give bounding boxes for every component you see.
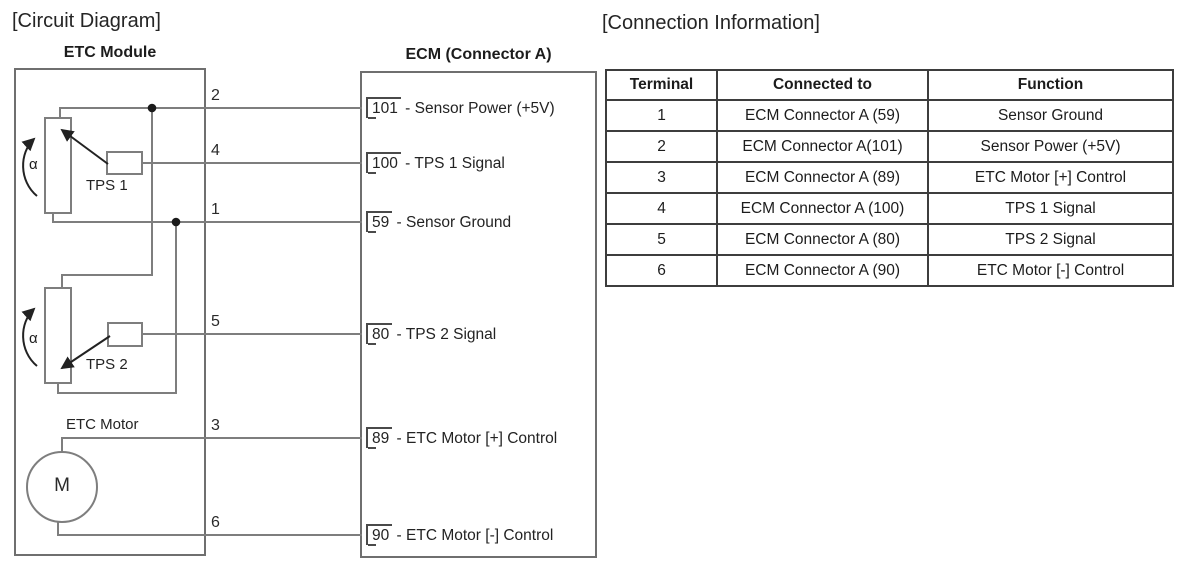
- cell-connected: ECM Connector A (90): [716, 254, 929, 287]
- cell-terminal: 2: [605, 130, 718, 163]
- cell-connected: ECM Connector A (89): [716, 161, 929, 194]
- pin-separator: -: [392, 214, 407, 231]
- cell-function: Sensor Ground: [927, 99, 1174, 132]
- cell-function: Sensor Power (+5V): [927, 130, 1174, 163]
- branch-power-to-tps2: [61, 108, 153, 288]
- cell-function: ETC Motor [-] Control: [927, 254, 1174, 287]
- cell-terminal: 6: [605, 254, 718, 287]
- ecm-pin-90: 90 - ETC Motor [-] Control: [366, 524, 553, 546]
- tps1-label: TPS 1: [86, 177, 128, 194]
- tps1-wiper-arrow: [60, 128, 109, 165]
- branch-ground-to-tps2: [57, 222, 177, 394]
- table-row: 6 ECM Connector A (90) ETC Motor [-] Con…: [605, 254, 1174, 287]
- connection-information-table: Terminal Connected to Function 1 ECM Con…: [605, 69, 1174, 287]
- alpha-symbol-tps1: α: [29, 156, 38, 173]
- cell-function: ETC Motor [+] Control: [927, 161, 1174, 194]
- tps2-label: TPS 2: [86, 356, 128, 373]
- tps2-wiper-box: [107, 322, 143, 347]
- table-header-row: Terminal Connected to Function: [605, 69, 1174, 101]
- etc-module-label: ETC Module: [63, 44, 157, 61]
- etc-motor-label: ETC Motor: [66, 416, 139, 433]
- wire-sensor-ground: [52, 213, 362, 223]
- table-row: 4 ECM Connector A (100) TPS 1 Signal: [605, 192, 1174, 225]
- ecm-pin-101: 101 - Sensor Power (+5V): [366, 97, 555, 119]
- wire-motor-plus: [61, 437, 362, 452]
- pin-separator: -: [392, 430, 407, 447]
- ecm-connector-a-label: ECM (Connector A): [405, 46, 552, 63]
- pin-function-59: Sensor Ground: [406, 214, 512, 231]
- tps1-angle-arc: [21, 137, 38, 197]
- pin-separator: -: [400, 100, 415, 117]
- cell-terminal: 1: [605, 99, 718, 132]
- junction-dot-power: [147, 103, 157, 113]
- tps2-track: [44, 287, 72, 384]
- alpha-symbol-tps2: α: [29, 330, 38, 347]
- cell-terminal: 4: [605, 192, 718, 225]
- cell-function: TPS 1 Signal: [927, 192, 1174, 225]
- cell-function: TPS 2 Signal: [927, 223, 1174, 256]
- connection-information-title: [Connection Information]: [602, 12, 820, 34]
- pin-function-101: Sensor Power (+5V): [414, 100, 555, 117]
- wire-motor-minus: [57, 522, 362, 536]
- pin-number-59: 59: [366, 211, 393, 233]
- motor-m-symbol: M: [54, 475, 70, 496]
- tps1-wiper-box: [106, 151, 143, 175]
- pin-number-89: 89: [366, 427, 393, 449]
- pin-function-100: TPS 1 Signal: [414, 155, 505, 172]
- pin-separator: -: [392, 527, 407, 544]
- pin-separator: -: [400, 155, 415, 172]
- terminal-label-3: 3: [211, 417, 220, 434]
- table-row: 3 ECM Connector A (89) ETC Motor [+] Con…: [605, 161, 1174, 194]
- ecm-pin-59: 59 - Sensor Ground: [366, 211, 511, 233]
- pin-function-90: ETC Motor [-] Control: [406, 527, 554, 544]
- terminal-label-5: 5: [211, 313, 220, 330]
- wire-sensor-power: [59, 107, 362, 118]
- table-row: 5 ECM Connector A (80) TPS 2 Signal: [605, 223, 1174, 256]
- cell-connected: ECM Connector A (59): [716, 99, 929, 132]
- pin-number-80: 80: [366, 323, 393, 345]
- tps1-track: [44, 117, 72, 214]
- cell-connected: ECM Connector A(101): [716, 130, 929, 163]
- terminal-label-1: 1: [211, 201, 220, 218]
- col-header-connected-to: Connected to: [716, 69, 929, 101]
- ecm-pin-89: 89 - ETC Motor [+] Control: [366, 427, 557, 449]
- tps2-wiper-arrow: [60, 335, 111, 370]
- pin-number-90: 90: [366, 524, 393, 546]
- circuit-diagram-title: [Circuit Diagram]: [12, 10, 161, 32]
- terminal-label-2: 2: [211, 87, 220, 104]
- ecm-connector-box: [360, 71, 597, 558]
- terminal-label-6: 6: [211, 514, 220, 531]
- pin-number-101: 101: [366, 97, 401, 119]
- junction-dot-ground: [171, 217, 181, 227]
- pin-function-89: ETC Motor [+] Control: [406, 430, 558, 447]
- col-header-terminal: Terminal: [605, 69, 718, 101]
- cell-connected: ECM Connector A (100): [716, 192, 929, 225]
- pin-number-100: 100: [366, 152, 401, 174]
- cell-terminal: 3: [605, 161, 718, 194]
- terminal-label-4: 4: [211, 142, 220, 159]
- tps2-angle-arc: [21, 307, 38, 367]
- col-header-function: Function: [927, 69, 1174, 101]
- pin-function-80: TPS 2 Signal: [405, 326, 497, 343]
- cell-terminal: 5: [605, 223, 718, 256]
- ecm-pin-100: 100 - TPS 1 Signal: [366, 152, 505, 174]
- ecm-pin-80: 80 - TPS 2 Signal: [366, 323, 496, 345]
- pin-separator: -: [392, 326, 406, 343]
- table-row: 1 ECM Connector A (59) Sensor Ground: [605, 99, 1174, 132]
- etc-module-box: [14, 68, 206, 556]
- table-row: 2 ECM Connector A(101) Sensor Power (+5V…: [605, 130, 1174, 163]
- cell-connected: ECM Connector A (80): [716, 223, 929, 256]
